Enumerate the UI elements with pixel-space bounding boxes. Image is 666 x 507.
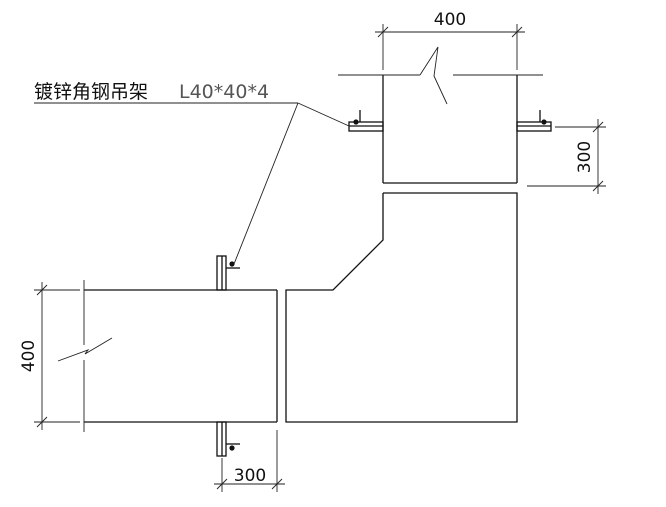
upper-duct xyxy=(338,46,543,184)
dim-left: 400 xyxy=(19,282,80,430)
hanger-label: 镀锌角钢吊架 L40*40*4 xyxy=(34,81,350,265)
dim-left-text: 400 xyxy=(19,340,39,372)
break-symbol-left xyxy=(57,337,113,362)
elbow-body xyxy=(285,192,518,423)
dim-top: 400 xyxy=(375,10,525,70)
leader-to-upper-hanger xyxy=(297,102,350,127)
dim-top-text: 400 xyxy=(434,10,466,30)
hanger-left-top xyxy=(216,255,240,291)
hanger-upper-right xyxy=(516,110,552,132)
break-symbol-top xyxy=(419,46,448,105)
dim-right: 300 xyxy=(527,119,606,194)
hanger-upper-left xyxy=(348,110,384,132)
dim-bottom-text: 300 xyxy=(234,466,266,486)
leader-to-left-hanger xyxy=(233,102,299,265)
label-spec-text: L40*40*4 xyxy=(179,81,269,103)
dim-bottom: 300 xyxy=(214,430,285,492)
label-text: 镀锌角钢吊架 xyxy=(34,81,148,103)
dim-right-text: 300 xyxy=(575,141,595,173)
hanger-left-bottom xyxy=(216,421,240,457)
left-duct xyxy=(57,280,278,432)
